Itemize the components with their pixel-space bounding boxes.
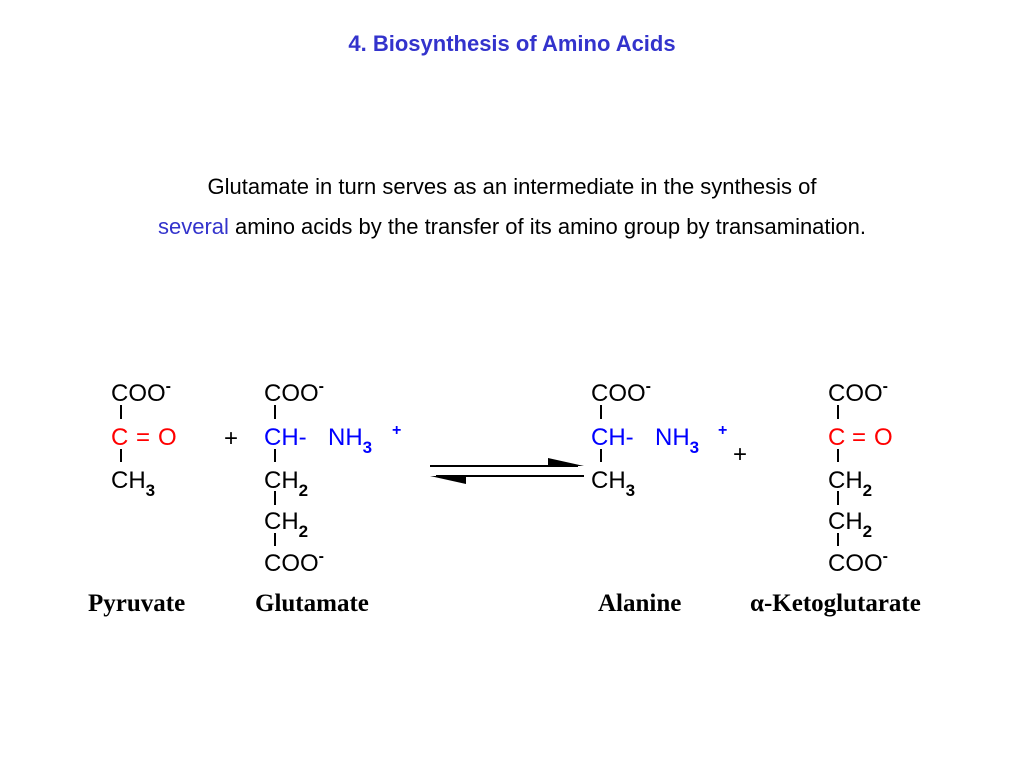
- glutamate-carboxylate-top: COO-: [264, 378, 324, 407]
- glutamate-methylene-1: CH2: [264, 467, 308, 500]
- forward-arrowhead: [548, 458, 584, 466]
- pyruvate-structure: COO- C=O CH3: [111, 378, 177, 500]
- ketoglutarate-methylene-2: CH2: [828, 508, 872, 541]
- ketoglutarate-methylene-1: CH2: [828, 467, 872, 500]
- equilibrium-arrow: [430, 458, 584, 484]
- alanine-methyl: CH3: [591, 467, 635, 500]
- alanine-carboxylate: COO-: [591, 378, 651, 407]
- glutamate-structure: COO- CH-NH3+ CH2 CH2 COO-: [264, 378, 401, 577]
- ketoglutarate-carboxylate-top: COO-: [828, 378, 888, 407]
- glutamate-carboxylate-bottom: COO-: [264, 548, 324, 577]
- intro-line-1: Glutamate in turn serves as an intermedi…: [207, 174, 817, 199]
- plus-sign-1: +: [224, 425, 238, 452]
- glutamate-label: Glutamate: [255, 590, 369, 617]
- reverse-arrowhead: [430, 476, 466, 484]
- page-title: 4. Biosynthesis of Amino Acids: [348, 31, 676, 56]
- glutamate-amino-carbon: CH-NH3+: [264, 422, 401, 457]
- glutamate-methylene-2: CH2: [264, 508, 308, 541]
- pyruvate-carboxylate: COO-: [111, 378, 171, 407]
- ketoglutarate-structure: COO- C=O CH2 CH2 COO-: [828, 378, 893, 577]
- ketoglutarate-label: α-Ketoglutarate: [750, 590, 921, 617]
- ketoglutarate-carboxylate-bottom: COO-: [828, 548, 888, 577]
- alanine-label: Alanine: [598, 590, 681, 617]
- alpha-symbol: α: [750, 590, 764, 617]
- ketoglutarate-carbonyl: C=O: [828, 424, 893, 451]
- pyruvate-carbonyl: C=O: [111, 424, 177, 451]
- alanine-structure: COO- CH-NH3+ CH3: [591, 378, 727, 500]
- alanine-amino-carbon: CH-NH3+: [591, 422, 727, 457]
- intro-highlight: several: [157, 214, 229, 239]
- plus-sign-2: +: [733, 441, 747, 468]
- pyruvate-label: Pyruvate: [88, 590, 185, 617]
- intro-line-2-rest: amino acids by the transfer of its amino…: [228, 214, 867, 239]
- pyruvate-methyl: CH3: [111, 467, 155, 500]
- intro-line-2: several amino acids by the transfer of i…: [0, 214, 1024, 240]
